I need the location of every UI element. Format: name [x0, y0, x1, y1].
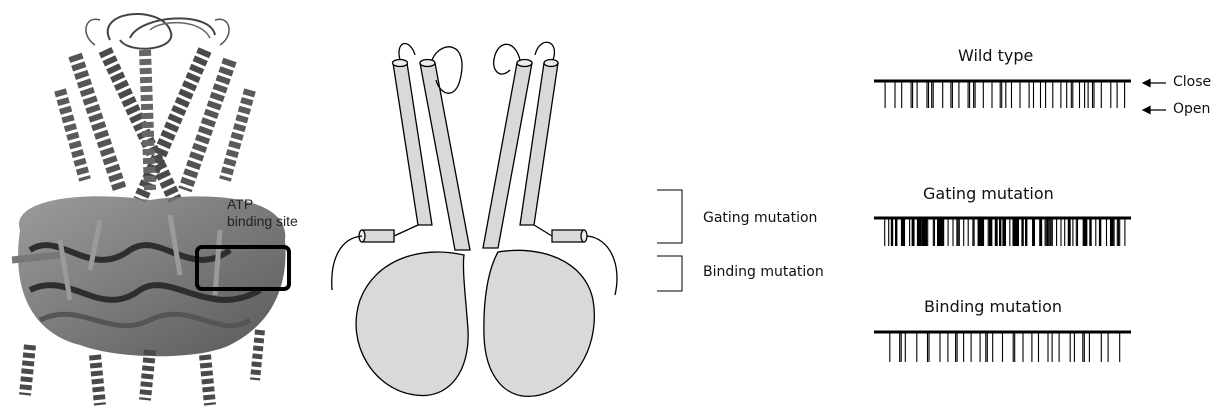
trace-wild-type	[874, 81, 1131, 108]
binding-mutation-label: Binding mutation	[703, 264, 824, 280]
left-nbd-lobe	[356, 252, 468, 396]
trace-bars-gating	[885, 219, 1125, 246]
binding-mutation-title: Binding mutation	[924, 297, 1062, 316]
close-label: Close	[1173, 74, 1211, 90]
open-label: Open	[1173, 101, 1210, 117]
wild-type-title: Wild type	[958, 46, 1033, 65]
right-short-helix	[552, 230, 587, 242]
trace-gating	[874, 218, 1131, 246]
left-arrow-icon	[1143, 80, 1166, 87]
binding-bracket	[657, 256, 682, 291]
trace-binding	[874, 332, 1131, 362]
atp-label-line2: binding site	[227, 213, 298, 229]
atp-label-line1: ATP	[227, 196, 253, 212]
gating-mutation-title: Gating mutation	[923, 184, 1054, 203]
left-arrow-icon	[1143, 107, 1166, 114]
trace-bars-wild-type	[885, 82, 1125, 108]
right-nbd-lobe	[484, 250, 595, 396]
gating-bracket	[657, 190, 682, 243]
trace-bars-binding	[890, 333, 1120, 362]
channel-schematic	[332, 42, 617, 396]
gating-mutation-label: Gating mutation	[703, 210, 817, 226]
left-short-helix	[359, 230, 394, 242]
